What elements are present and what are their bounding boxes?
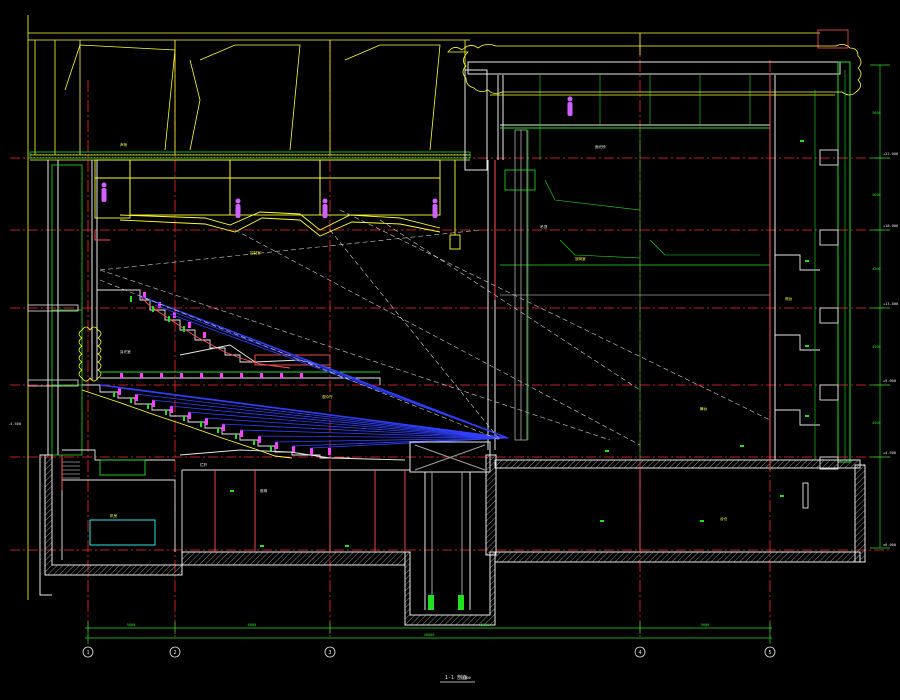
- grid-bubble-icon: [634, 646, 646, 658]
- side-galleries: [775, 149, 839, 509]
- level-label-6: ±0.000: [883, 543, 896, 547]
- lift-column: [504, 129, 536, 441]
- balcony-rows-green: [130, 296, 185, 332]
- bay-dim-4: 9000: [701, 623, 710, 627]
- note-2: 耳光室: [120, 349, 131, 354]
- drawing-title: 1-1 剖面: [445, 674, 467, 681]
- grid-bubbles: [82, 646, 776, 658]
- grid-label-3: 3: [328, 650, 331, 656]
- level-lines: [10, 157, 890, 551]
- level-labels: +22.000 +18.000 +13.800 +9.000 +4.500 ±0…: [8, 152, 898, 547]
- room-tag-control: 控制室: [250, 250, 261, 255]
- bay-dim-2: 6000: [248, 623, 257, 627]
- fly-tower: [464, 61, 851, 463]
- room-tag-auditorium: 观众厅: [322, 394, 333, 399]
- grid-label-2: 2: [173, 650, 176, 656]
- grid-bubble-icon: [82, 646, 94, 658]
- foundation: [44, 454, 866, 626]
- revision-cloud-roof: [447, 44, 862, 96]
- right-dim-1: 3600: [872, 111, 881, 115]
- stage-pit: [409, 441, 491, 610]
- grid-bubble-labels: 1 2 3 4 5: [86, 650, 771, 656]
- section-walls-red: [61, 75, 771, 490]
- balcony-seats: [143, 292, 206, 338]
- note-3: 座椅: [260, 488, 268, 493]
- grid-bubble-icon: [764, 646, 776, 658]
- room-tag-projection: 放映室: [575, 256, 586, 261]
- room-tag-machine: 机房: [110, 513, 118, 518]
- side-stair-shaft: [27, 164, 83, 456]
- right-dim-3: 4200: [872, 267, 881, 271]
- lower-stair: [62, 461, 80, 479]
- room-tag-pit: 台仓: [720, 516, 728, 521]
- roof-slab: [29, 151, 471, 159]
- bay-dim-1: 9000: [127, 623, 136, 627]
- room-tags: 观众厅 舞台 台仓 控制室 侧台 声桥 放映室 机房: [110, 142, 793, 521]
- level-label-7: -4.500: [8, 422, 21, 426]
- basement-rooms: [61, 449, 641, 560]
- auditorium-walls: [39, 160, 496, 596]
- right-dim-4: 4500: [872, 345, 881, 349]
- roof-structure: [27, 15, 849, 600]
- notes: 面光桥 耳光室 座椅 栏杆 吊顶: [120, 144, 606, 493]
- drawing-title-block: 1-1 剖面 1:100: [440, 674, 475, 683]
- grid-label-4: 4: [638, 650, 641, 656]
- level-label-3: +13.800: [883, 302, 898, 306]
- human-figure-icon: [101, 96, 573, 218]
- level-label-5: +4.500: [883, 451, 896, 455]
- right-dimension-texts: 3600 4800 4200 4500 4500: [872, 111, 881, 425]
- bottom-dimension-texts: 9000 6000 6000 9000 40000: [127, 623, 710, 637]
- right-dimension-chain: [870, 64, 890, 549]
- grid-bubble-icon: [169, 646, 181, 658]
- room-tag-sound-bridge: 声桥: [120, 142, 128, 147]
- level-label-4: +9.000: [883, 379, 896, 383]
- bottom-dimensions: [85, 622, 772, 644]
- right-dim-2: 4800: [872, 193, 881, 197]
- grid-bubble-icon: [324, 646, 336, 658]
- note-4: 栏杆: [200, 462, 208, 467]
- bay-dim-3: 6000: [481, 623, 490, 627]
- note-5: 吊顶: [540, 224, 548, 229]
- level-label-1: +22.000: [883, 152, 898, 156]
- pit-jacks: [428, 595, 464, 610]
- main-seats: [118, 373, 331, 455]
- room-tag-stage: 舞台: [700, 406, 708, 411]
- drawing-scale: 1:100: [460, 676, 471, 680]
- right-dim-5: 4500: [872, 421, 881, 425]
- note-1: 面光桥: [595, 144, 606, 149]
- level-label-2: +18.000: [883, 224, 898, 228]
- control-gallery: [94, 159, 461, 250]
- revision-cloud-left: [78, 326, 102, 382]
- room-tag-side-stage: 侧台: [785, 296, 793, 301]
- projection-lines: [99, 209, 771, 446]
- grid-label-1: 1: [86, 650, 89, 656]
- leader-marks: [230, 140, 809, 547]
- right-green-rails: [814, 70, 846, 460]
- main-seat-frames: [113, 392, 272, 451]
- sightlines: [99, 295, 509, 449]
- overall-dim: 40000: [424, 633, 435, 637]
- grid-label-5: 5: [768, 650, 771, 656]
